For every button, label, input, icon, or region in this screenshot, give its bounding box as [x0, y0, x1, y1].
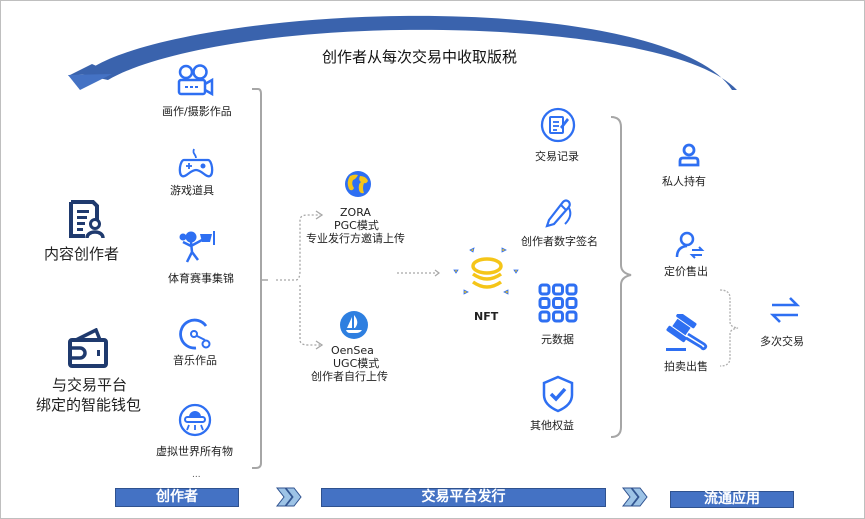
gamepad-icon — [178, 148, 214, 178]
nft-label: NFT — [474, 310, 499, 323]
opensea-mode: UGC模式 — [333, 357, 380, 370]
attr-label-other-rights: 其他权益 — [530, 419, 574, 432]
wallet-label-line1: 与交易平台 — [52, 376, 128, 394]
attr-label-transactions: 交易记录 — [535, 150, 579, 163]
wallet-label-line2: 绑定的智能钱包 — [36, 396, 142, 414]
opensea-desc: 创作者自行上传 — [311, 370, 388, 383]
gavel-icon — [666, 314, 708, 351]
zora-mode: PGC模式 — [334, 219, 379, 232]
wallet-icon — [68, 328, 108, 368]
stage-circulation: 流通应用 — [670, 491, 794, 508]
ufo-icon — [178, 403, 212, 437]
page-title: 创作者从每次交易中收取版税 — [322, 48, 518, 66]
swap-arrows-icon — [770, 297, 800, 323]
user-icon — [678, 143, 700, 167]
grid-icon — [538, 283, 578, 323]
multi-trade-brace — [719, 289, 739, 367]
work-label-virtual-world: 虚拟世界所有物 — [156, 445, 233, 458]
multi-trade-label: 多次交易 — [760, 335, 804, 348]
chevron-right-icon — [621, 487, 648, 507]
sailboat-icon — [340, 311, 368, 339]
basketball-player-icon — [179, 231, 215, 263]
circ-label-private: 私人持有 — [662, 175, 706, 188]
shield-check-icon — [542, 375, 574, 413]
edit-record-icon — [540, 107, 576, 143]
works-ellipsis: ... — [192, 470, 201, 480]
stage-creator: 创作者 — [115, 488, 239, 507]
platform-branch-connector — [295, 210, 324, 350]
pen-signature-icon — [545, 199, 572, 228]
video-camera-icon — [177, 64, 214, 97]
zora-desc: 专业发行方邀请上传 — [306, 232, 405, 245]
royalty-arc-arrow-icon — [68, 15, 737, 90]
content-creator-label: 内容创作者 — [44, 245, 120, 263]
coin-stack-icon — [453, 247, 519, 295]
attr-label-metadata: 元数据 — [541, 333, 574, 346]
chevron-right-icon — [275, 487, 302, 507]
music-disc-icon — [179, 318, 211, 350]
works-bracket — [252, 88, 296, 469]
work-label-painting: 画作/摄影作品 — [162, 105, 232, 118]
to-nft-connector — [397, 269, 440, 277]
circ-label-auction: 拍卖出售 — [664, 360, 708, 373]
stage-platform-issue: 交易平台发行 — [321, 488, 606, 507]
work-label-sports: 体育赛事集锦 — [168, 272, 234, 285]
work-label-game-items: 游戏道具 — [170, 184, 214, 197]
globe-icon — [345, 171, 371, 197]
user-exchange-icon — [675, 231, 705, 259]
attr-label-signature: 创作者数字签名 — [521, 235, 598, 248]
opensea-name: OenSea — [331, 344, 374, 357]
attributes-brace — [610, 116, 632, 438]
document-user-icon — [69, 200, 105, 239]
circ-label-fixed-price: 定价售出 — [664, 265, 708, 278]
work-label-music: 音乐作品 — [173, 354, 217, 367]
zora-name: ZORA — [340, 206, 371, 219]
